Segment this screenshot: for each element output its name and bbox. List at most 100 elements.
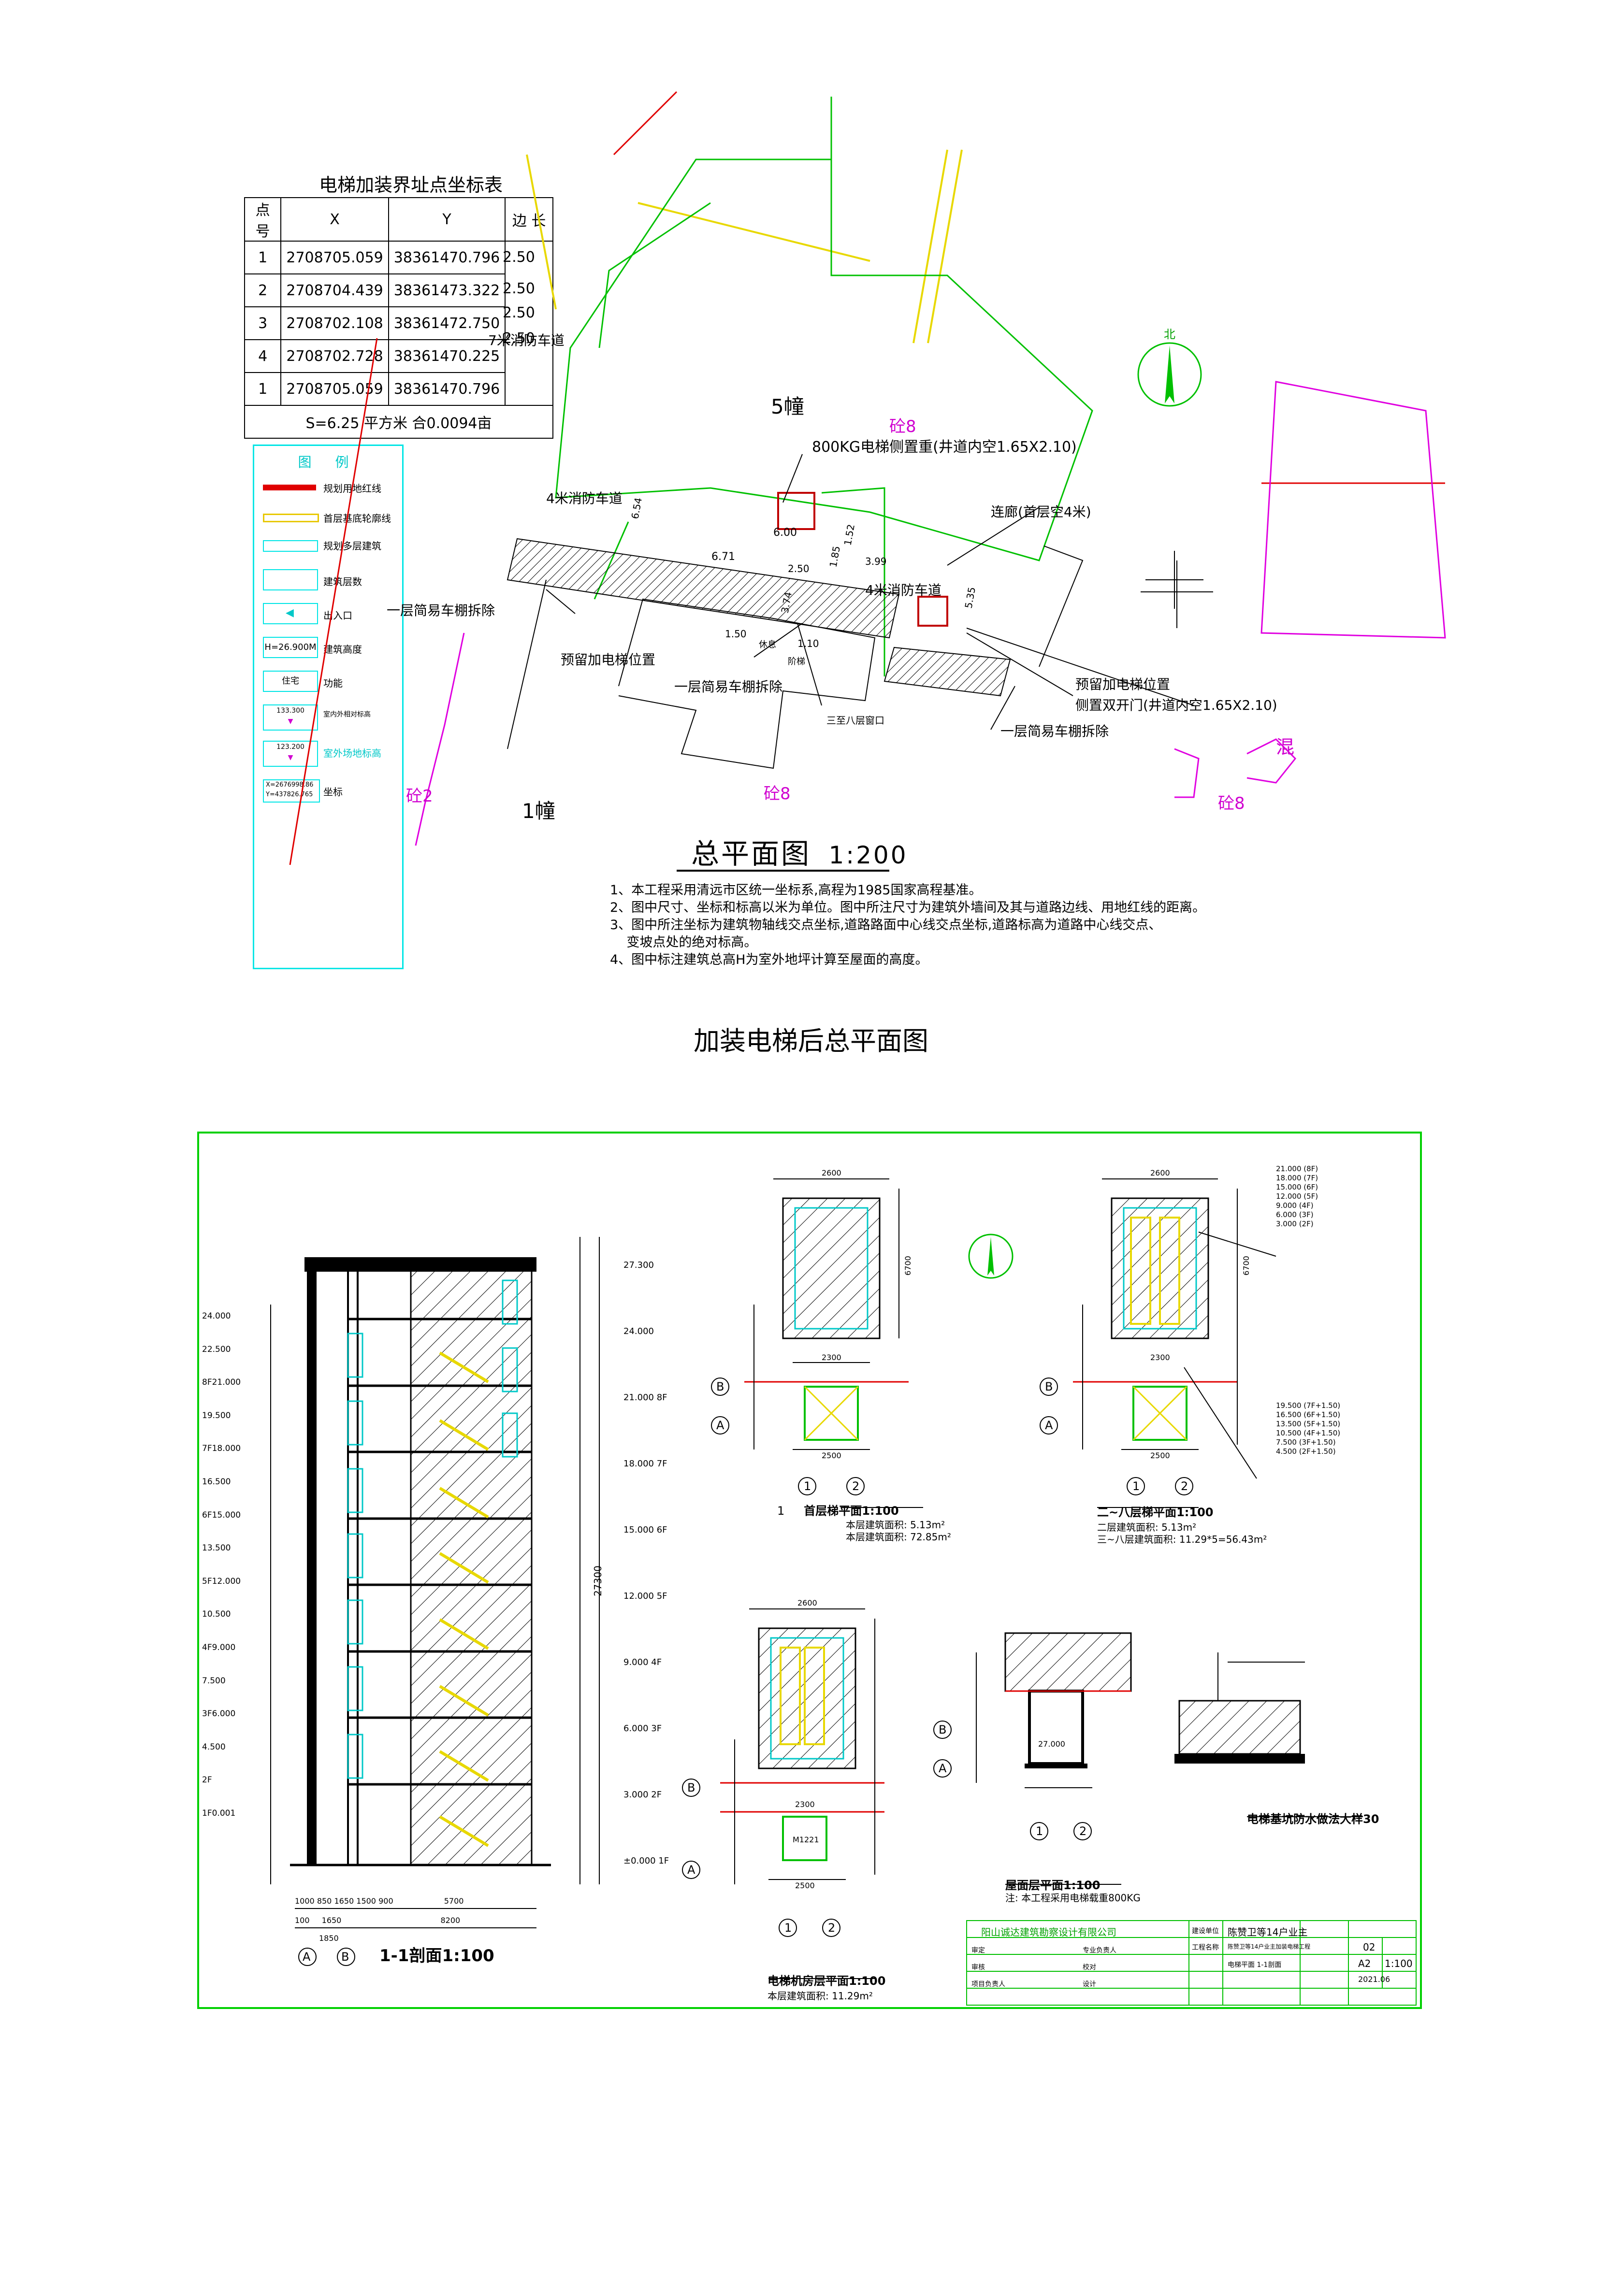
legend-title: 图 例 bbox=[298, 454, 359, 470]
level-labels-left: 24.000 22.500 8F21.000 19.500 7F18.000 1… bbox=[202, 1300, 265, 1830]
level: 12.000 5F bbox=[623, 1591, 667, 1601]
plan-title: 屋面层平面1:100 bbox=[1005, 1876, 1100, 1893]
title-underline bbox=[677, 870, 889, 872]
dim: 1650 bbox=[321, 1916, 342, 1925]
legend-item: 建筑层数 bbox=[263, 569, 393, 598]
title-block bbox=[966, 1920, 1417, 2006]
plan-dim: 2300 bbox=[1150, 1353, 1170, 1362]
section-title: 1-1剖面1:100 bbox=[379, 1942, 494, 1966]
boundary-lines bbox=[289, 91, 1445, 865]
outline-icon bbox=[263, 514, 319, 522]
axis-label: A bbox=[716, 1419, 724, 1432]
level: 13.500 bbox=[202, 1543, 231, 1553]
detail-title: 电梯基坑防水做法大样30 bbox=[1247, 1809, 1379, 1826]
dimension: 6.00 bbox=[773, 527, 797, 539]
tb-project: 陈赞卫等14户业主加装电梯工程 bbox=[1228, 1943, 1311, 1950]
edge-length: 2.50 bbox=[503, 249, 535, 266]
total-height: 27300 bbox=[592, 1565, 604, 1596]
site-elevation-sample: 123.200▼ bbox=[263, 741, 318, 767]
plan-note: 本层建筑面积: 72.85m² bbox=[846, 1531, 951, 1543]
edge-length: 2.50 bbox=[503, 304, 535, 321]
north-pointer bbox=[1165, 345, 1174, 403]
sample-text: 133.300 bbox=[276, 707, 304, 715]
table-header: 点 号 bbox=[244, 197, 282, 242]
building-label: 混 bbox=[1276, 736, 1295, 758]
door-label: M1221 bbox=[793, 1835, 819, 1844]
entrance-icon: ◀ bbox=[263, 603, 318, 624]
legend-label: 室外场地标高 bbox=[323, 747, 381, 759]
cell: 38361473.322 bbox=[388, 273, 506, 307]
elev-list: 19.500 (7F+1.50) 16.500 (6F+1.50) 13.500… bbox=[1276, 1401, 1340, 1456]
building-icon bbox=[263, 540, 318, 552]
level: 2F bbox=[202, 1775, 212, 1785]
plan-4 bbox=[933, 1632, 1132, 1885]
dimension: 3.99 bbox=[865, 556, 887, 567]
annotation: 一层简易车棚拆除 bbox=[1000, 723, 1109, 739]
elevation-sample: 133.300▼ bbox=[263, 704, 318, 731]
height-sample: H=26.900M bbox=[263, 637, 318, 658]
legend-label: 出入口 bbox=[323, 610, 352, 621]
elev: 9.000 (4F) bbox=[1276, 1201, 1314, 1210]
annotation: 4米消防车道 bbox=[546, 490, 623, 506]
title-scale: 1:100 bbox=[849, 1974, 886, 1988]
cell: 4 bbox=[244, 339, 282, 373]
sign-label: 专业负责人 bbox=[1083, 1947, 1116, 1954]
plan-3 bbox=[682, 1608, 884, 1979]
notes: 1、本工程采用清远市区统一坐标系,高程为1985国家高程基准。2、图中尺寸、坐标… bbox=[610, 882, 1205, 969]
shed-hatch bbox=[883, 646, 1011, 697]
annotation: 一层简易车棚拆除 bbox=[387, 603, 495, 618]
elev: 6.000 (3F) bbox=[1276, 1210, 1314, 1219]
dim: 8200 bbox=[440, 1916, 461, 1925]
title-text: 二~八层梯平面 bbox=[1097, 1506, 1177, 1519]
level: 7F18.000 bbox=[202, 1444, 241, 1454]
title-text: 首层梯平面 bbox=[804, 1504, 862, 1518]
title-text: 电梯基坑防水做法大样 bbox=[1247, 1812, 1363, 1826]
level: 22.500 bbox=[202, 1344, 231, 1354]
title-text: 1-1剖面 bbox=[379, 1946, 442, 1966]
axis-label: A bbox=[687, 1863, 695, 1877]
edge-length: 2.50 bbox=[503, 330, 535, 347]
legend-item: 规划多层建筑 bbox=[263, 540, 393, 569]
dim: 100 bbox=[295, 1916, 310, 1925]
tb-sign-labels-2: 专业负责人 校对 设计 bbox=[1083, 1942, 1141, 1993]
annotation: 800KG电梯侧置重(井道内空1.65X2.10) bbox=[812, 439, 1077, 456]
cell: 2708702.728 bbox=[280, 339, 389, 373]
tb-date: 2021.06 bbox=[1358, 1975, 1390, 1984]
elev-list: 21.000 (8F) 18.000 (7F) 15.000 (6F) 12.0… bbox=[1276, 1164, 1318, 1229]
tb-company: 阳山诚达建筑勘察设计有限公司 bbox=[981, 1926, 1116, 1938]
building-hatch bbox=[410, 1265, 533, 1866]
axis-label: B bbox=[341, 1950, 349, 1964]
crosshair bbox=[1141, 560, 1213, 628]
plan-dim: 2600 bbox=[822, 1168, 841, 1177]
floor-count-icon bbox=[263, 569, 318, 590]
building-label: 砼8 bbox=[1218, 794, 1245, 813]
annotation: 侧置双开门(井道内空1.65X2.10) bbox=[1075, 697, 1277, 713]
level: 3.000 2F bbox=[623, 1790, 662, 1800]
level: 18.000 7F bbox=[623, 1459, 667, 1469]
cell bbox=[505, 340, 553, 373]
axis-label: B bbox=[716, 1380, 724, 1393]
plan-dim: 2600 bbox=[1150, 1168, 1170, 1177]
tb-drawing-no: 02 bbox=[1363, 1941, 1376, 1953]
dim: 1000 bbox=[295, 1896, 315, 1906]
axis-label: A bbox=[303, 1950, 311, 1964]
tb-size: A2 bbox=[1358, 1958, 1371, 1969]
level: 24.000 bbox=[202, 1311, 231, 1321]
table-header: X bbox=[280, 197, 389, 242]
level: 8F21.000 bbox=[202, 1378, 241, 1388]
table-header: Y bbox=[388, 197, 506, 242]
sign-label: 项目负责人 bbox=[971, 1980, 1005, 1988]
dim: 1650 bbox=[334, 1896, 354, 1906]
sign-label: 校对 bbox=[1083, 1964, 1096, 1971]
plan-note: 三~八层建筑面积: 11.29*5=56.43m² bbox=[1097, 1534, 1267, 1545]
cell: 1 bbox=[244, 372, 282, 406]
level: 4F9.000 bbox=[202, 1642, 236, 1652]
tb-client-label: 建设单位 bbox=[1192, 1927, 1219, 1935]
level: 24.000 bbox=[623, 1326, 654, 1336]
level: ±0.000 1F bbox=[623, 1856, 669, 1866]
title-scale: 30 bbox=[1363, 1812, 1379, 1826]
